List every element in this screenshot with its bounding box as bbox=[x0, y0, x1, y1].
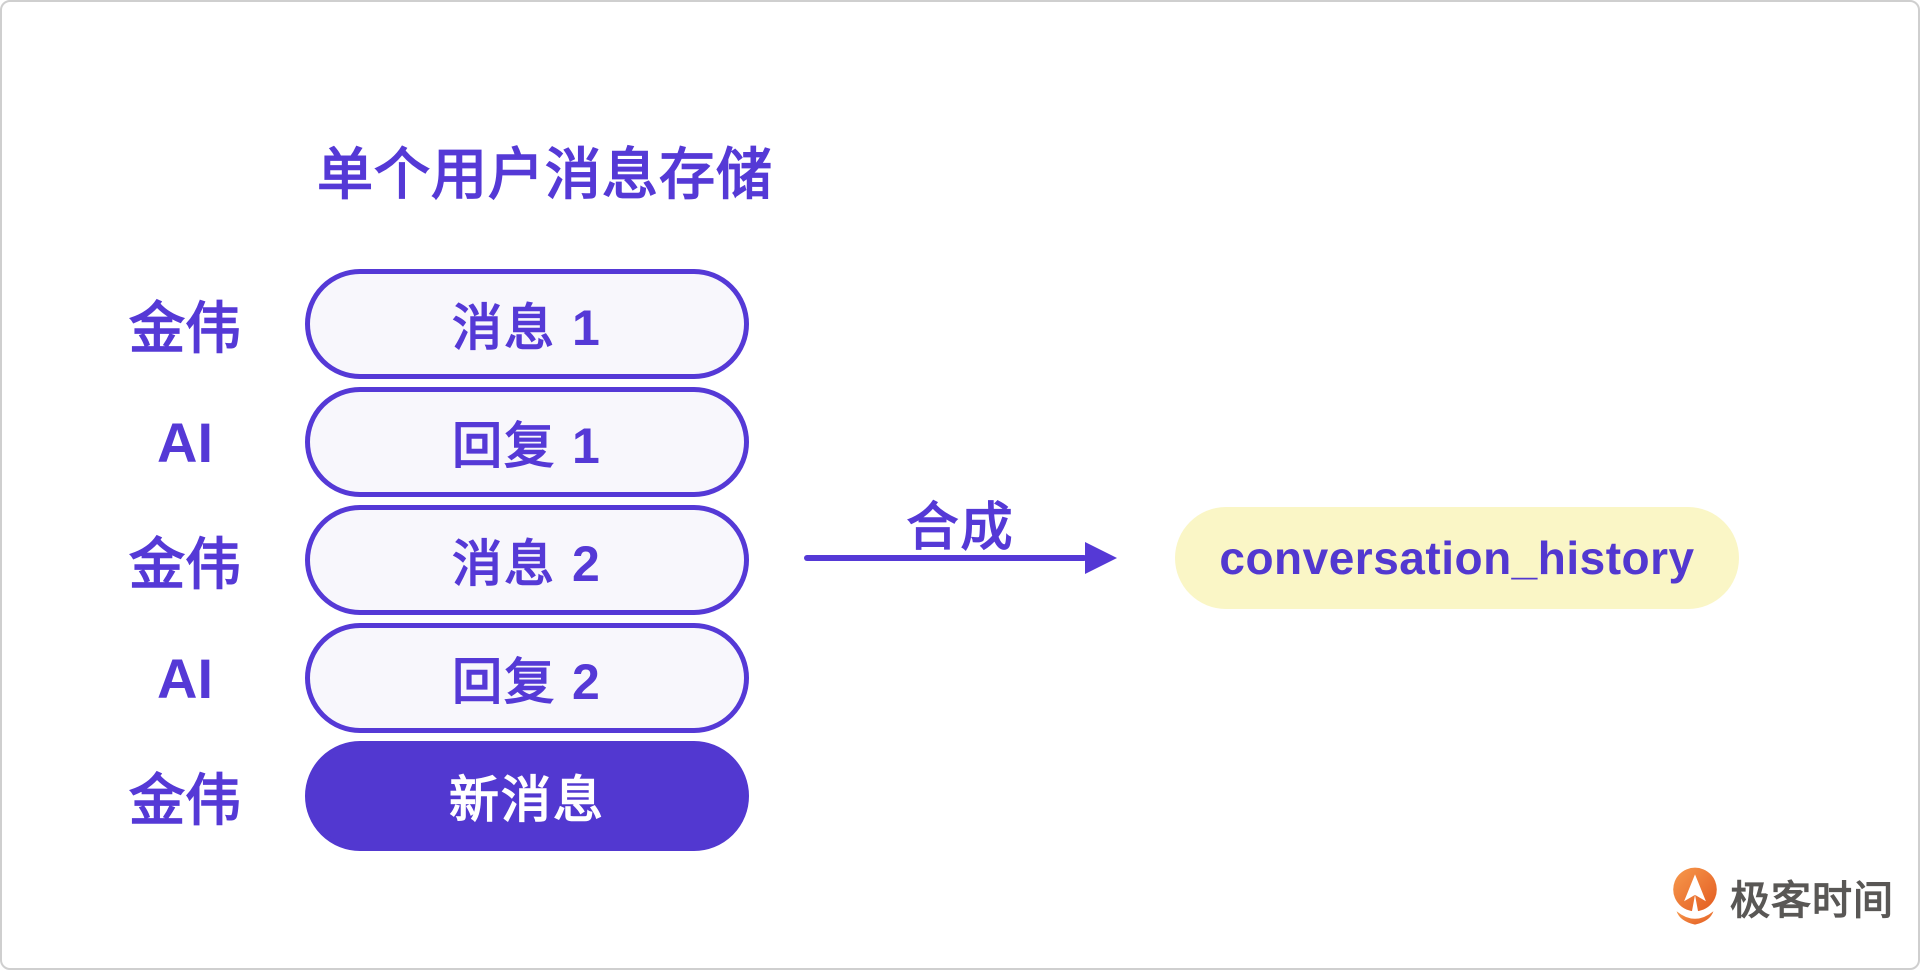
list-item: AI 回复 1 bbox=[92, 387, 749, 497]
speaker-label: 金伟 bbox=[129, 296, 241, 360]
message-pill: 消息 2 bbox=[305, 505, 749, 615]
diagram-title: 单个用户消息存储 bbox=[317, 143, 773, 206]
message-pill: 消息 1 bbox=[305, 269, 749, 379]
logo-text: 极客时间 bbox=[1730, 879, 1894, 923]
speaker-label: AI bbox=[157, 410, 213, 474]
message-pill: 回复 1 bbox=[305, 387, 749, 497]
new-message-pill: 新消息 bbox=[305, 741, 749, 851]
merge-arrow: 合成 bbox=[804, 485, 1117, 574]
list-item: 金伟 消息 2 bbox=[92, 505, 749, 615]
conversation-history-pill: conversation_history bbox=[1175, 507, 1739, 609]
arrow-label: 合成 bbox=[906, 499, 1015, 557]
geektime-logo: 极客时间 bbox=[1668, 866, 1894, 928]
message-store-list: 金伟 消息 1 AI 回复 1 金伟 消息 2 AI 回复 2 金伟 新消息 bbox=[2, 269, 749, 851]
geektime-pin-icon bbox=[1673, 867, 1717, 925]
arrow-head-icon bbox=[1085, 542, 1117, 574]
list-item: AI 回复 2 bbox=[92, 623, 749, 733]
speaker-label: AI bbox=[157, 646, 213, 710]
message-pill: 回复 2 bbox=[305, 623, 749, 733]
list-item: 金伟 消息 1 bbox=[92, 269, 749, 379]
speaker-label: 金伟 bbox=[129, 532, 241, 596]
arrow-line bbox=[804, 555, 1087, 561]
speaker-label: 金伟 bbox=[129, 768, 241, 832]
list-item: 金伟 新消息 bbox=[92, 741, 749, 851]
